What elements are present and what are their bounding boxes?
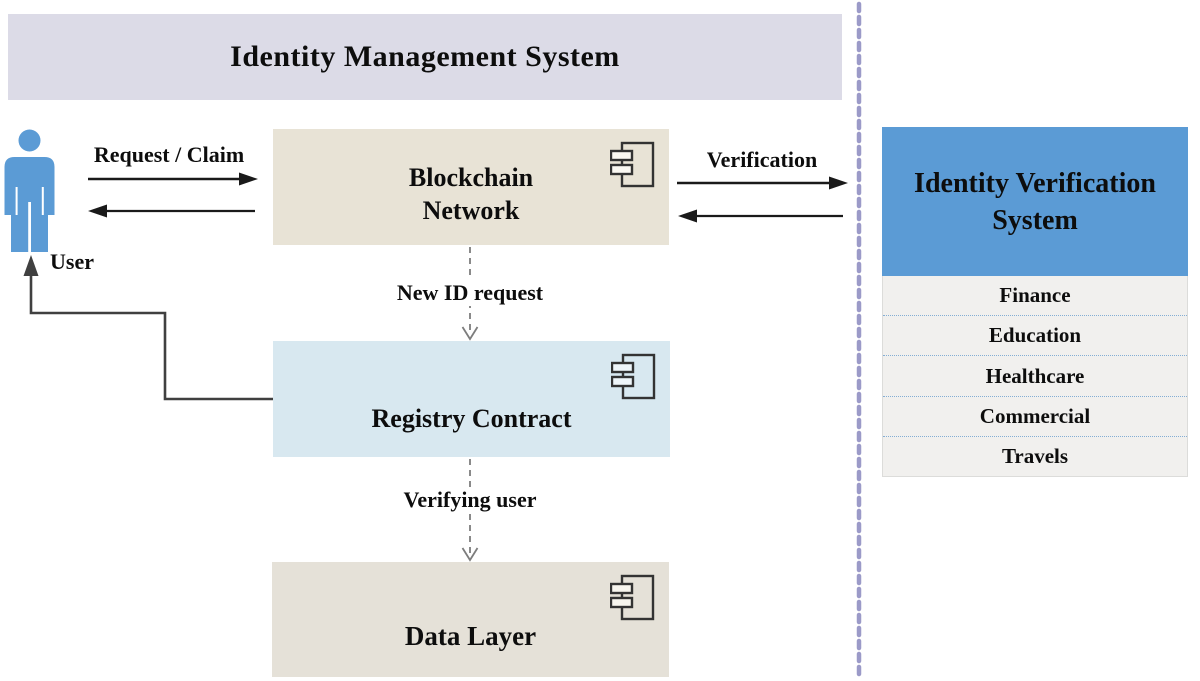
ivs-sector-healthcare: Healthcare [883, 356, 1187, 397]
user-icon [4, 129, 55, 252]
ivs-sector-education: Education [883, 316, 1187, 357]
data-layer-box: Data Layer [272, 562, 669, 677]
blockchain-title-line1: Blockchain [408, 163, 534, 192]
claim-response-arrow [88, 204, 255, 218]
data-layer-title: Data Layer [404, 621, 537, 651]
ivs-title-line2: System [992, 204, 1078, 236]
component-icon [610, 574, 655, 621]
identity-verification-panel: Identity Verification System Finance Edu… [882, 127, 1188, 477]
blockchain-network-box: Blockchain Network [273, 129, 669, 245]
registry-to-user-connector [23, 255, 273, 401]
verifying-user-label: Verifying user [384, 487, 556, 513]
ivs-sector-list: Finance Education Healthcare Commercial … [882, 276, 1188, 477]
ivs-sector-travels: Travels [1001, 443, 1069, 468]
verification-response-arrow [678, 209, 843, 223]
ivs-header: Identity Verification System [882, 127, 1188, 276]
registry-contract-box: Registry Contract [273, 341, 670, 457]
ivs-sector-finance: Finance [883, 276, 1187, 317]
blockchain-title-line2: Network [422, 196, 520, 225]
ims-header-banner: Identity Management System [8, 14, 842, 100]
ims-title: Identity Management System [230, 40, 620, 73]
new-id-request-label: New ID request [378, 280, 562, 306]
component-icon [610, 141, 655, 188]
verification-arrow [677, 176, 848, 190]
component-icon [611, 353, 656, 400]
ivs-sector-commercial: Commercial [883, 397, 1187, 437]
ivs-title-line1: Identity Verification [914, 167, 1156, 199]
request-claim-label: Request / Claim [93, 142, 245, 167]
verification-label: Verification [706, 147, 818, 172]
registry-title: Registry Contract [371, 404, 572, 433]
request-claim-arrow [88, 172, 258, 186]
user-label: User [50, 249, 94, 274]
